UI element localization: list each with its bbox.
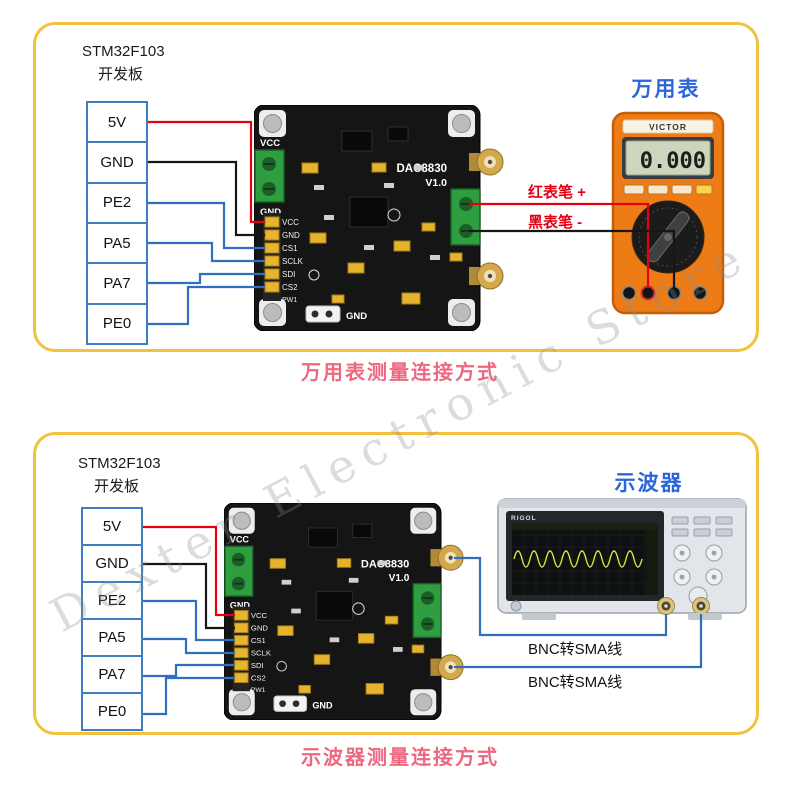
bnc-sma-cables (454, 556, 703, 669)
board-subtitle: 开发板 (94, 478, 140, 495)
board-to-module-wires (146, 120, 265, 326)
board-title: STM32F103 (78, 455, 161, 472)
wire-pe2 (142, 599, 235, 642)
meter-lcd (625, 140, 711, 176)
board-pin-pa7: PA7 (83, 657, 141, 694)
wire-pa5 (146, 241, 265, 263)
black-probe-wire (469, 229, 676, 288)
board-pin-gnd: GND (88, 143, 146, 184)
scope-inputs (510, 597, 710, 615)
wire-5v (142, 525, 235, 617)
bnc-sma-cable-label-1: BNC转SMA线 (528, 641, 623, 658)
meter-buttons (623, 184, 713, 195)
oscilloscope-title: 示波器 (614, 472, 684, 495)
bnc-sma-cable-label-2: BNC转SMA线 (528, 674, 623, 691)
wire-pa5 (142, 637, 235, 655)
bnc-sma-cable-1 (454, 556, 668, 637)
scope-power-button (510, 600, 522, 612)
board-pin-pe0: PE0 (97, 703, 127, 720)
oscilloscope-connection-panel: STM32F103 开发板 5V GND PE2 PA5 PA7 PE0 示波器… (33, 432, 759, 735)
dac8830-module (254, 105, 504, 331)
multimeter-caption: 万用表测量连接方式 (301, 362, 499, 384)
board-subtitle: 开发板 (98, 66, 144, 83)
multimeter: VICTOR 0.000 (611, 111, 725, 315)
bnc-sma-cable-2 (454, 614, 703, 669)
board-pin-pa5: PA5 (83, 620, 141, 657)
stm32-pin-box: 5V GND PE2 PA5 PA7 PE0 (81, 507, 143, 731)
stm32-pin-box: 5V GND PE2 PA5 PA7 PE0 (86, 101, 148, 345)
meter-dial (631, 200, 705, 274)
multimeter-connection-panel: STM32F103 开发板 5V GND PE2 PA5 PA7 PE0 万用表… (33, 22, 759, 352)
board-pin-pe2: PE2 (83, 583, 141, 620)
probe-wires (469, 202, 676, 288)
board-pin-5v: 5V (83, 509, 141, 546)
oscilloscope-caption: 示波器测量连接方式 (301, 747, 499, 769)
board-pin-pe2: PE2 (88, 184, 146, 224)
meter-brand: VICTOR (649, 122, 687, 132)
meter-reading: 0.000 (640, 149, 706, 174)
wire-gnd (142, 562, 235, 630)
board-pin-pe0: PE0 (102, 315, 132, 333)
dac8830-module (224, 503, 465, 720)
red-probe-label: 红表笔 + (528, 184, 586, 201)
wire-pa7 (146, 272, 265, 285)
wire-pa7 (142, 663, 235, 678)
oscilloscope: RIGOL (497, 498, 747, 620)
multimeter-title: 万用表 (631, 78, 701, 101)
wire-5v (146, 120, 265, 224)
sine-waveform (513, 550, 643, 568)
board-pin-pa7: PA7 (88, 264, 146, 305)
scope-grid (512, 523, 658, 595)
wire-pe0 (146, 285, 265, 326)
wire-gnd (146, 160, 265, 237)
black-probe-label: 黑表笔 - (528, 214, 583, 231)
board-pin-pa5: PA5 (88, 224, 146, 265)
red-probe-wire (469, 202, 650, 288)
scope-brand: RIGOL (511, 515, 537, 522)
board-pin-gnd: GND (83, 546, 141, 583)
board-title: STM32F103 (82, 43, 165, 60)
board-to-module-wires (142, 525, 235, 716)
board-pin-5v: 5V (88, 103, 146, 144)
wire-pe2 (146, 201, 265, 250)
wire-pe0 (142, 676, 235, 716)
